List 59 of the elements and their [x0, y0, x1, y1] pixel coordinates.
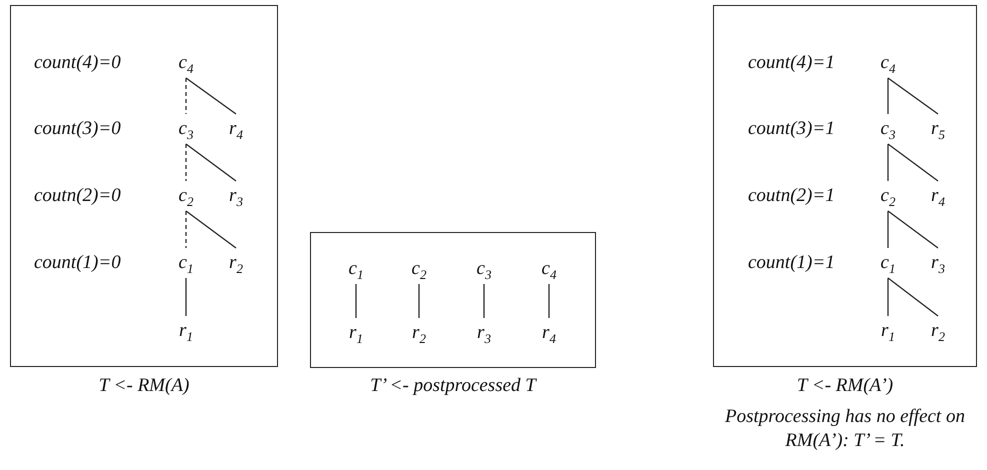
- tree-node-label: r$_{2}$: [925, 316, 951, 346]
- tree-edge: [355, 284, 357, 318]
- tree-node-label: c$_{2}$: [173, 181, 199, 211]
- tree-node-label: r$_{1}$: [875, 316, 901, 346]
- tree-edge: [888, 278, 938, 316]
- dashed-tree-edge: [185, 78, 187, 114]
- tree-node-label: c$_{1}$: [343, 254, 369, 284]
- tree-node-label: c$_{4}$: [173, 48, 199, 78]
- panel-frame: [310, 232, 596, 368]
- tree-edge: [887, 144, 889, 181]
- tree-edge: [186, 144, 236, 182]
- tree-edge: [888, 210, 938, 248]
- tree-edge: [418, 284, 420, 318]
- tree-node-label: r$_{1}$: [343, 318, 369, 348]
- tree-node-label: c$_{1}$: [173, 248, 199, 278]
- tree-node-label: r$_{5}$: [925, 114, 951, 144]
- caption-text: T <- RM(A’): [796, 374, 894, 398]
- tree-node-label: c$_{3}$: [173, 114, 199, 144]
- tree-node-label: r$_{2}$: [406, 318, 432, 348]
- tree-node-label: r$_{4}$: [536, 318, 562, 348]
- tree-edge: [887, 78, 889, 114]
- tree-node-label: r$_{4}$: [223, 114, 249, 144]
- tree-node-label: c$_{4}$: [875, 48, 901, 78]
- count-label: count(4)=0: [34, 51, 121, 75]
- tree-node-label: c$_{2}$: [406, 254, 432, 284]
- tree-node-label: c$_{3}$: [875, 114, 901, 144]
- count-label: count(3)=0: [34, 117, 121, 141]
- count-label: count(3)=1: [748, 117, 835, 141]
- count-label: coutn(2)=0: [34, 184, 121, 208]
- tree-edge: [887, 211, 889, 248]
- tree-node-label: r$_{3}$: [471, 318, 497, 348]
- tree-node-label: r$_{2}$: [223, 248, 249, 278]
- caption-text: T’ <- postprocessed T: [369, 374, 538, 398]
- tree-node-label: r$_{3}$: [223, 181, 249, 211]
- caption-text: Postprocessing has no effect on RM(A’): T’ = T.: [724, 405, 966, 453]
- dashed-tree-edge: [185, 211, 187, 248]
- tree-node-label: c$_{3}$: [471, 254, 497, 284]
- count-label: coutn(2)=1: [748, 184, 835, 208]
- tree-edge: [483, 284, 485, 318]
- tree-node-label: r$_{1}$: [173, 316, 199, 346]
- tree-edge: [888, 144, 938, 182]
- tree-edge: [887, 278, 889, 316]
- tree-node-label: r$_{3}$: [925, 248, 951, 278]
- panel-frame: [10, 5, 278, 367]
- dashed-tree-edge: [185, 144, 187, 181]
- count-label: count(4)=1: [748, 51, 835, 75]
- tree-node-label: r$_{4}$: [925, 181, 951, 211]
- count-label: count(1)=1: [748, 251, 835, 275]
- panel-frame: [713, 5, 977, 367]
- tree-edge: [186, 78, 236, 114]
- caption-text: T <- RM(A): [98, 374, 190, 398]
- tree-node-label: c$_{2}$: [875, 181, 901, 211]
- tree-edge: [888, 78, 938, 114]
- tree-edge: [548, 284, 550, 318]
- tree-node-label: c$_{1}$: [875, 248, 901, 278]
- tree-node-label: c$_{4}$: [536, 254, 562, 284]
- tree-edge: [185, 278, 187, 316]
- count-label: count(1)=0: [34, 251, 121, 275]
- tree-edge: [186, 210, 236, 248]
